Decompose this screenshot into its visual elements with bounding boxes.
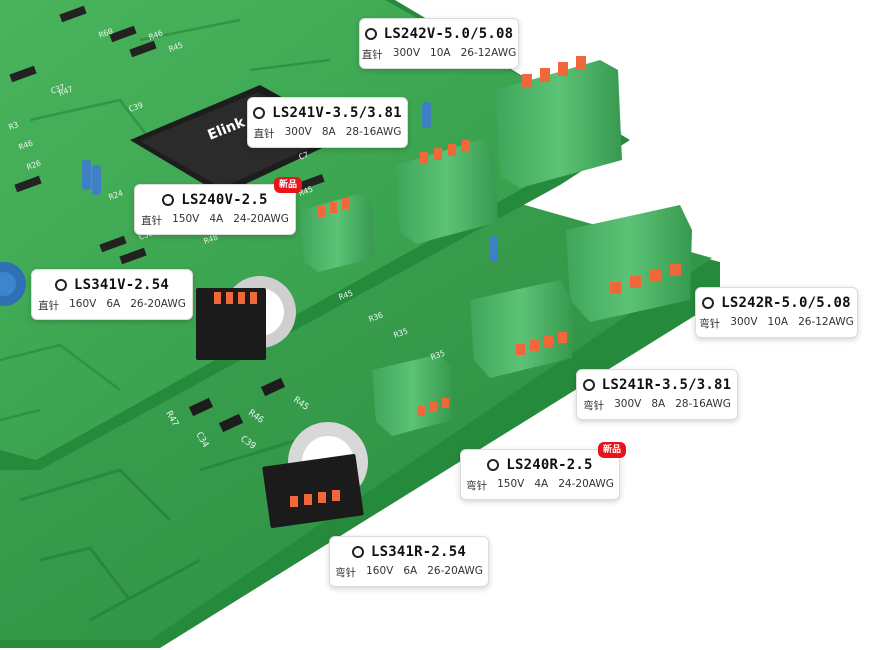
voltage: 150V bbox=[172, 213, 200, 225]
product-model: LS241V-3.5/3.81 bbox=[272, 105, 402, 121]
pin-type: 直针 bbox=[253, 128, 275, 140]
bullet-ring-icon bbox=[582, 379, 595, 391]
pin-type: 直针 bbox=[361, 49, 383, 61]
product-model: LS341V-2.54 bbox=[74, 277, 169, 293]
pin-type: 直针 bbox=[38, 300, 60, 312]
connector-ls240v bbox=[300, 194, 374, 272]
silkscreen-label: R3 bbox=[8, 120, 20, 132]
connector-ls341r bbox=[262, 454, 364, 528]
voltage: 300V bbox=[730, 316, 758, 328]
current: 6A bbox=[106, 298, 121, 310]
bullet-ring-icon bbox=[364, 28, 377, 40]
current: 8A bbox=[321, 126, 336, 138]
callout-ls240v: 新品 LS240V-2.5 直针 150V 4A 24-20AWG bbox=[134, 177, 302, 235]
voltage: 300V bbox=[392, 47, 421, 59]
wire-gauge: 26-20AWG bbox=[427, 565, 483, 577]
pin-type: 弯针 bbox=[335, 567, 357, 579]
wire-gauge: 26-12AWG bbox=[798, 316, 854, 328]
current: 10A bbox=[430, 47, 451, 59]
bullet-ring-icon bbox=[253, 107, 266, 119]
current: 8A bbox=[651, 398, 666, 410]
connector-ls240r bbox=[372, 354, 452, 436]
voltage: 300V bbox=[284, 126, 312, 138]
product-model: LS240V-2.5 bbox=[181, 192, 268, 208]
current: 6A bbox=[403, 565, 418, 577]
product-model: LS341R-2.54 bbox=[371, 544, 466, 560]
wire-gauge: 26-12AWG bbox=[460, 47, 517, 59]
pin-type: 弯针 bbox=[583, 400, 605, 412]
callout-ls341v: LS341V-2.54 直针 160V 6A 26-20AWG bbox=[31, 269, 193, 320]
product-model: LS240R-2.5 bbox=[506, 457, 593, 473]
connector-ls242v bbox=[496, 56, 622, 188]
product-model: LS242R-5.0/5.08 bbox=[721, 295, 851, 311]
voltage: 160V bbox=[69, 298, 97, 310]
pin-type: 直针 bbox=[141, 215, 163, 227]
new-badge: 新品 bbox=[273, 177, 302, 193]
product-model: LS241R-3.5/3.81 bbox=[601, 377, 732, 393]
callout-ls240r: 新品 LS240R-2.5 弯针 150V 4A 24-20AWG bbox=[460, 442, 626, 500]
connector-ls341v bbox=[196, 288, 266, 360]
wire-gauge: 28-16AWG bbox=[675, 398, 731, 410]
callout-ls242v: LS242V-5.0/5.08 直针 300V 10A 26-12AWG bbox=[359, 18, 519, 69]
bullet-ring-icon bbox=[55, 279, 68, 291]
callout-ls242r: LS242R-5.0/5.08 弯针 300V 10A 26-12AWG bbox=[695, 287, 858, 338]
current: 4A bbox=[209, 213, 224, 225]
bullet-ring-icon bbox=[162, 194, 175, 206]
product-model: LS242V-5.0/5.08 bbox=[383, 26, 514, 42]
callout-ls341r: LS341R-2.54 弯针 160V 6A 26-20AWG bbox=[329, 536, 489, 587]
silkscreen-label: C7 bbox=[298, 150, 310, 162]
connector-ls241v bbox=[396, 140, 498, 244]
wire-gauge: 24-20AWG bbox=[558, 478, 614, 490]
pin-type: 弯针 bbox=[699, 318, 721, 330]
current: 10A bbox=[767, 316, 789, 328]
voltage: 300V bbox=[614, 398, 642, 410]
voltage: 160V bbox=[366, 565, 394, 577]
connector-ls242r bbox=[566, 205, 692, 322]
connector-ls241r bbox=[470, 280, 572, 378]
bullet-ring-icon bbox=[702, 297, 715, 309]
callout-ls241v: LS241V-3.5/3.81 直针 300V 8A 28-16AWG bbox=[247, 97, 408, 148]
new-badge: 新品 bbox=[597, 442, 626, 458]
wire-gauge: 26-20AWG bbox=[130, 298, 186, 310]
bullet-ring-icon bbox=[352, 546, 365, 558]
wire-gauge: 28-16AWG bbox=[345, 126, 402, 138]
current: 4A bbox=[534, 478, 549, 490]
voltage: 150V bbox=[497, 478, 525, 490]
callout-ls241r: LS241R-3.5/3.81 弯针 300V 8A 28-16AWG bbox=[576, 369, 738, 420]
wire-gauge: 24-20AWG bbox=[233, 213, 289, 225]
bullet-ring-icon bbox=[487, 459, 500, 471]
pin-type: 弯针 bbox=[466, 480, 488, 492]
